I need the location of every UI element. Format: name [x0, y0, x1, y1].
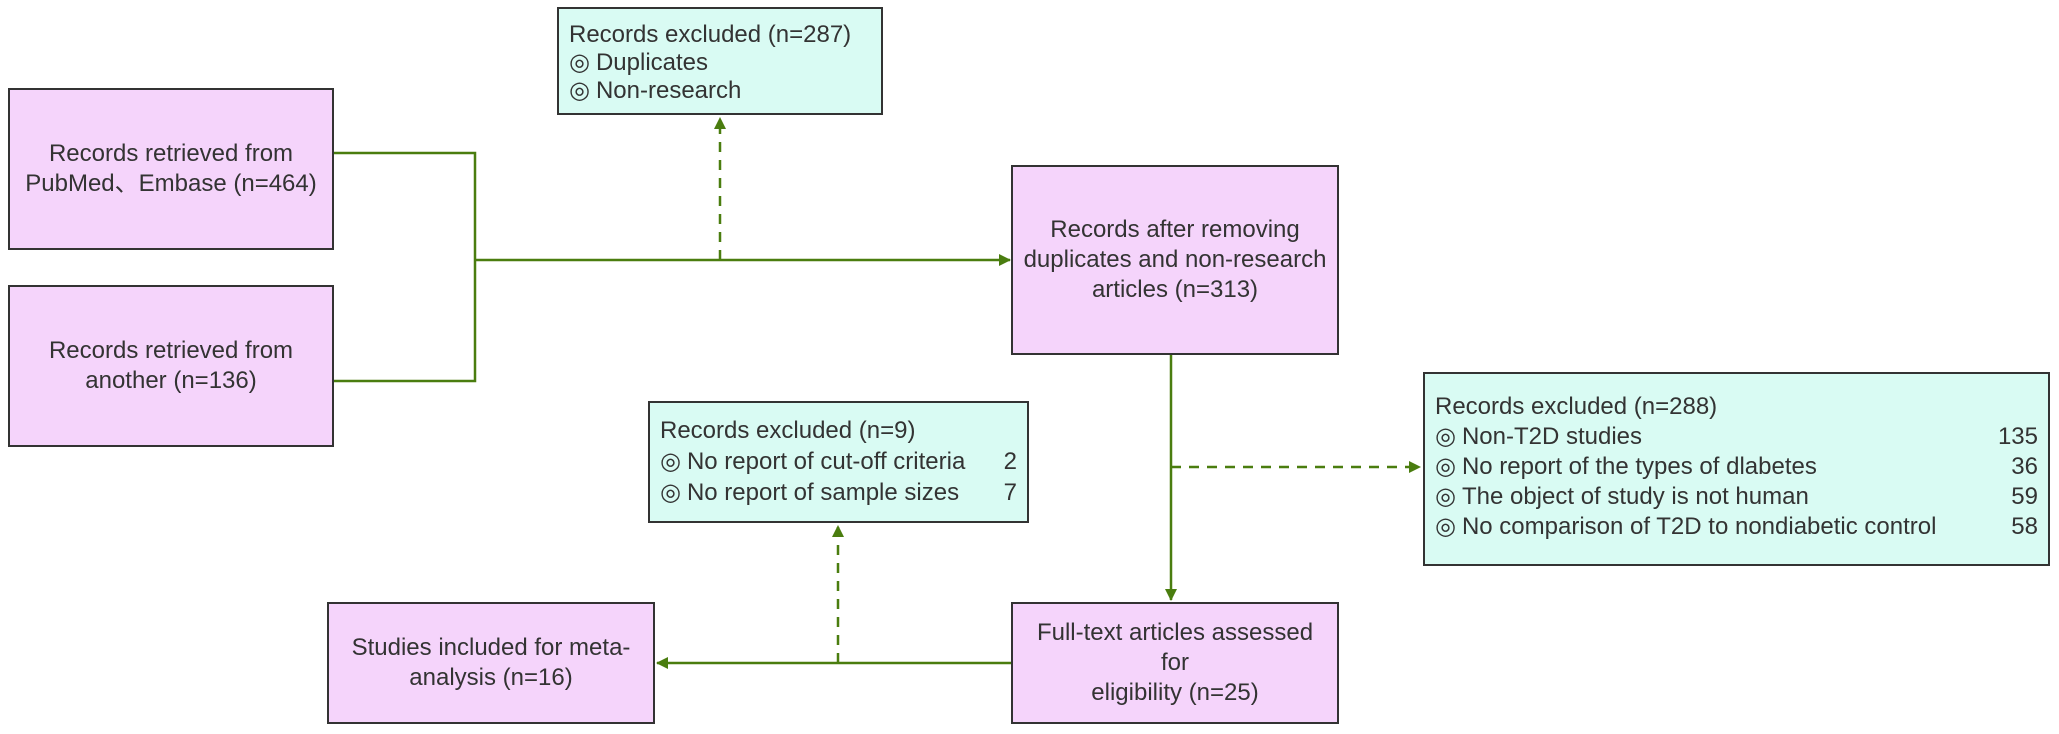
item-label: Non-T2D studies — [1461, 423, 1643, 450]
item-label: No report of cut-off criteria — [686, 448, 966, 475]
list-item: ◎No report of sample sizes 7 — [660, 477, 1017, 508]
list-item: ◎No comparison of T2D to nondiabetic con… — [1435, 512, 2038, 542]
box-line: Records retrieved from — [48, 140, 294, 167]
box-line: articles (n=313) — [1091, 276, 1259, 303]
merge-connector-pubmed — [334, 151, 477, 260]
merge-connector-another — [334, 260, 477, 383]
studies-included-box: Studies included for meta- analysis (n=1… — [327, 602, 655, 724]
box-line: Records after removing — [1050, 216, 1300, 243]
item-label: Non-research — [595, 77, 742, 104]
item-count: 36 — [2011, 453, 2038, 480]
list-item: ◎Non-research — [569, 77, 871, 105]
item-count: 7 — [1003, 479, 1017, 506]
item-label: No report of the types of dlabetes — [1461, 453, 1817, 480]
item-label: Duplicates — [595, 49, 709, 76]
item-count: 2 — [1003, 448, 1017, 475]
records-pubmed-embase-box: Records retrieved from PubMed、Embase (n=… — [8, 88, 334, 250]
box-title: Records excluded (n=9) — [660, 417, 916, 444]
item-label: The object of study is not human — [1461, 483, 1809, 510]
box-title: Records excluded (n=287) — [569, 21, 852, 48]
bullet-icon: ◎ — [1435, 453, 1456, 480]
box-title: Records excluded (n=288) — [1435, 393, 1718, 420]
box-line: Records retrieved from — [48, 337, 294, 364]
box-line: analysis (n=16) — [409, 664, 573, 691]
bullet-icon: ◎ — [1435, 513, 1456, 540]
list-item: ◎Duplicates — [569, 49, 871, 77]
box-line: Full-text articles assessed for — [1036, 619, 1314, 676]
item-label: No report of sample sizes — [686, 479, 960, 506]
bullet-icon: ◎ — [1435, 423, 1456, 450]
box-line: Studies included for meta- — [351, 634, 631, 661]
box-line: another (n=136) — [85, 367, 257, 394]
records-another-box: Records retrieved from another (n=136) — [8, 285, 334, 447]
list-item: ◎No report of the types of dlabetes 36 — [1435, 452, 2038, 482]
box-line: eligibility (n=25) — [1091, 679, 1259, 706]
bullet-icon: ◎ — [569, 77, 590, 104]
list-item: ◎No report of cut-off criteria 2 — [660, 446, 1017, 477]
box-line: PubMed、Embase (n=464) — [25, 170, 317, 197]
records-excluded-9-box: Records excluded (n=9) ◎No report of cut… — [648, 401, 1029, 523]
full-text-assessed-box: Full-text articles assessed for eligibil… — [1011, 602, 1339, 724]
records-after-removing-box: Records after removing duplicates and no… — [1011, 165, 1339, 355]
item-count: 135 — [1997, 423, 2038, 450]
list-item: ◎The object of study is not human 59 — [1435, 482, 2038, 512]
item-count: 58 — [2011, 513, 2038, 540]
bullet-icon: ◎ — [1435, 483, 1456, 510]
box-line: duplicates and non-research — [1023, 246, 1327, 273]
bullet-icon: ◎ — [660, 448, 681, 475]
records-excluded-287-box: Records excluded (n=287) ◎Duplicates ◎No… — [557, 7, 883, 115]
list-item: ◎Non-T2D studies 135 — [1435, 422, 2038, 452]
item-label: No comparison of T2D to nondiabetic cont… — [1461, 513, 1937, 540]
bullet-icon: ◎ — [569, 49, 590, 76]
bullet-icon: ◎ — [660, 479, 681, 506]
records-excluded-288-box: Records excluded (n=288) ◎Non-T2D studie… — [1423, 372, 2050, 566]
item-count: 59 — [2011, 483, 2038, 510]
